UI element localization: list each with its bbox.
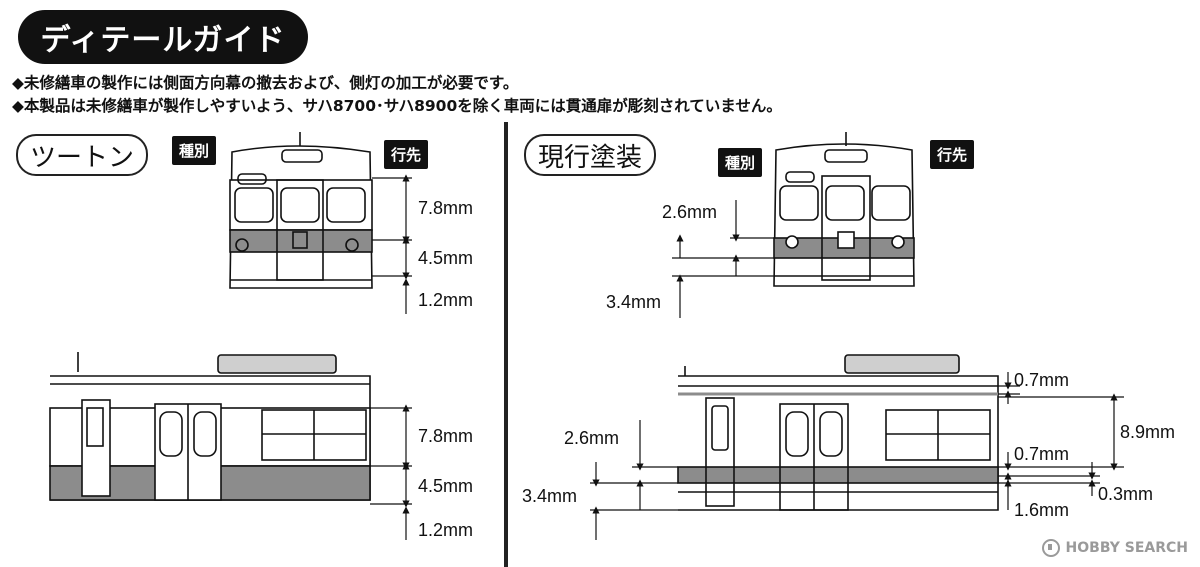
right-side-dim-lower: 3.4mm [522, 486, 578, 506]
notes: ◆未修繕車の製作には側面方向幕の撤去および、側灯の加工が必要です。 ◆本製品は未… [12, 72, 782, 118]
left-front-band [229, 229, 373, 253]
left-front-view [229, 132, 373, 289]
right-side-right-dimension-lines [998, 372, 1124, 510]
right-side-dim-body: 8.9mm [1120, 422, 1176, 442]
left-side-view [49, 352, 371, 501]
section-divider [504, 122, 508, 567]
right-side-band [677, 466, 999, 484]
section-title-current-livery: 現行塗装 [524, 134, 657, 176]
title-banner: ディテールガイド [18, 10, 308, 64]
left-tag-type: 種別 [172, 136, 217, 165]
left-side-dimension-lines [370, 404, 412, 540]
right-tag-destination: 行先 [930, 140, 975, 169]
watermark: HOBBY SEARCH [1041, 539, 1188, 557]
left-side-dim-band: 4.5mm [418, 476, 474, 496]
left-front-dim-skirt: 1.2mm [418, 290, 474, 310]
watermark-text: HOBBY SEARCH [1065, 540, 1188, 556]
section-title-two-tone: ツートン [16, 134, 149, 176]
note-2: ◆本製品は未修繕車が製作しやすいよう、サハ8700･サハ8900を除く車両には貫… [12, 97, 782, 115]
right-side-dim-upper: 2.6mm [564, 428, 620, 448]
section-title-current-livery-label: 現行塗装 [538, 142, 643, 173]
note-1: ◆未修繕車の製作には側面方向幕の撤去および、側灯の加工が必要です。 [12, 74, 519, 92]
right-front-dim-upper: 2.6mm [662, 202, 718, 222]
left-tag-destination: 行先 [384, 140, 429, 169]
right-side-dim-skirt: 1.6mm [1014, 500, 1070, 520]
left-side-dim-skirt: 1.2mm [418, 520, 474, 540]
right-side-dim-band-gap: 0.3mm [1098, 484, 1154, 504]
left-side-dim-upper: 7.8mm [418, 426, 474, 446]
hobby-search-logo-icon [1041, 539, 1060, 557]
right-side-view [677, 354, 999, 511]
right-front-dimension-lines [672, 200, 774, 318]
right-front-dim-lower: 3.4mm [606, 292, 662, 312]
right-front-view [773, 132, 915, 287]
left-front-dimension-lines [372, 174, 412, 314]
left-front-dim-band: 4.5mm [418, 248, 474, 268]
right-side-left-dimension-lines [590, 420, 678, 540]
page-title: ディテールガイド [40, 23, 286, 58]
right-tag-type: 種別 [718, 148, 763, 177]
right-side-dim-roof-line: 0.7mm [1014, 370, 1070, 390]
right-side-dim-band: 0.7mm [1014, 444, 1070, 464]
section-title-two-tone-label: ツートン [30, 142, 135, 173]
left-front-dim-upper: 7.8mm [418, 198, 474, 218]
